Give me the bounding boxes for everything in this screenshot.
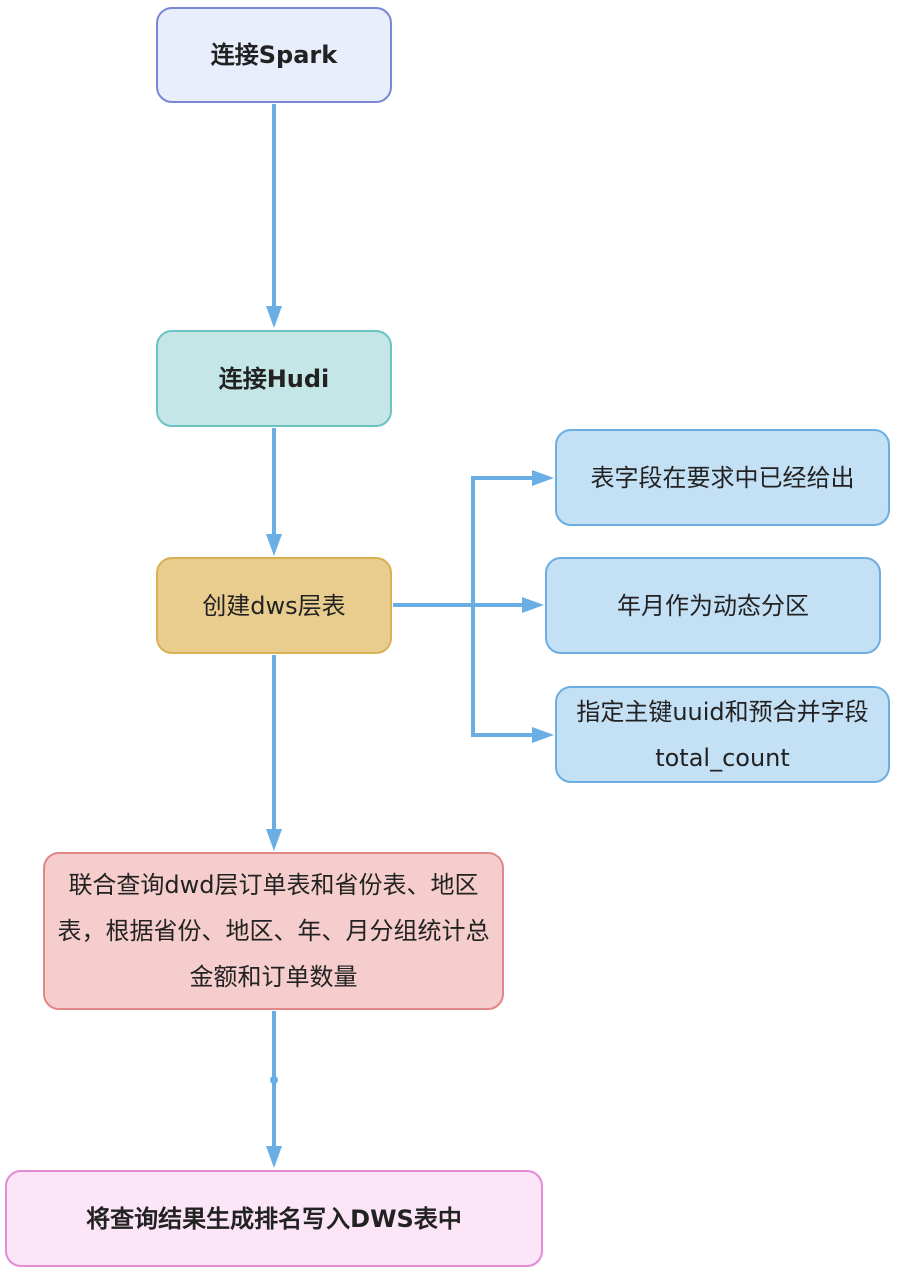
node-label: 连接Hudi (218, 364, 330, 393)
edge-waypoint-dot (270, 1076, 278, 1084)
arrowhead-create (266, 534, 282, 556)
node-label: 连接Spark (210, 41, 338, 69)
node-primary-key[interactable]: 指定主键uuid和预合并字段total_count (555, 686, 890, 783)
node-connect-hudi[interactable]: 连接Hudi (156, 330, 392, 427)
node-label: 指定主键uuid和预合并字段total_count (576, 697, 869, 772)
arrowhead-hudi (266, 306, 282, 328)
arrowhead-write (266, 1146, 282, 1168)
arrowhead-partition (522, 597, 544, 613)
node-connect-spark[interactable]: 连接Spark (156, 7, 392, 103)
node-label: 联合查询dwd层订单表和省份表、地区表，根据省份、地区、年、月分组统计总金额和订… (57, 871, 490, 991)
arrowhead-fields (532, 470, 554, 486)
edge-create-fields (393, 476, 538, 607)
edge-create-key (471, 605, 538, 737)
node-write-dws[interactable]: 将查询结果生成排名写入DWS表中 (5, 1170, 543, 1267)
node-table-fields[interactable]: 表字段在要求中已经给出 (555, 429, 890, 526)
node-create-dws-table[interactable]: 创建dws层表 (156, 557, 392, 654)
arrowhead-query (266, 829, 282, 851)
node-join-query[interactable]: 联合查询dwd层订单表和省份表、地区表，根据省份、地区、年、月分组统计总金额和订… (43, 852, 504, 1010)
node-label: 将查询结果生成排名写入DWS表中 (86, 1204, 462, 1233)
arrowhead-key (532, 727, 554, 743)
node-label: 年月作为动态分区 (617, 591, 809, 620)
node-label: 表字段在要求中已经给出 (590, 463, 855, 492)
node-label: 创建dws层表 (202, 591, 346, 620)
node-dynamic-partition[interactable]: 年月作为动态分区 (545, 557, 881, 654)
